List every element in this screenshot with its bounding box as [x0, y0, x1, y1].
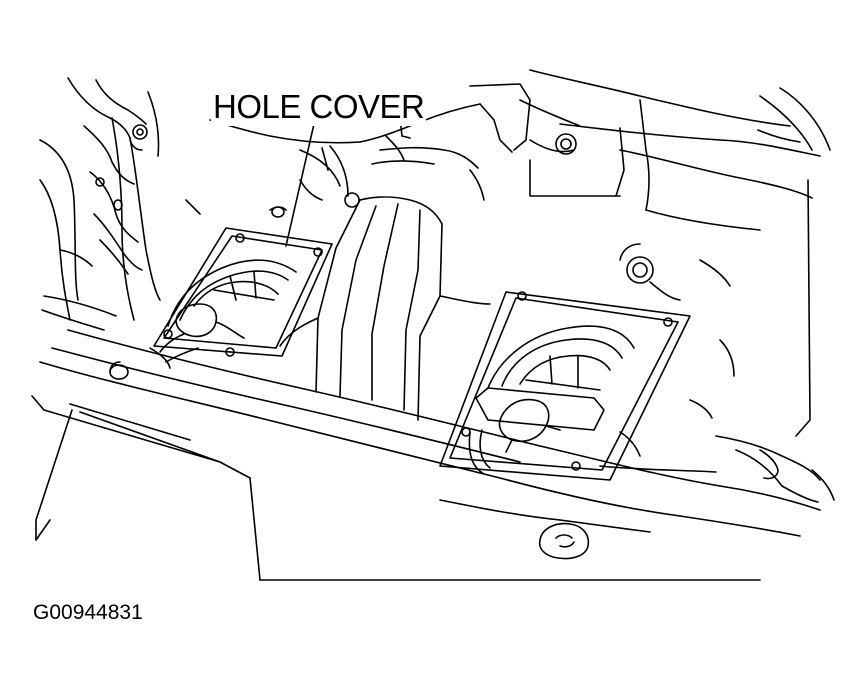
center-floor-ridge: [280, 197, 490, 420]
figure-id-label: G00944831: [33, 601, 143, 624]
left-hole-cover: [150, 228, 332, 368]
right-hole-cover: [440, 292, 716, 480]
right-body-panel: [530, 70, 834, 502]
rear-floor-panel: [32, 330, 820, 580]
left-body-panel: [40, 78, 160, 330]
upper-bracket: [210, 84, 580, 217]
callout-leader: [286, 124, 314, 246]
hole-cover-callout-label: HOLE COVER: [211, 88, 427, 126]
misc-detail-lines: [186, 136, 734, 418]
